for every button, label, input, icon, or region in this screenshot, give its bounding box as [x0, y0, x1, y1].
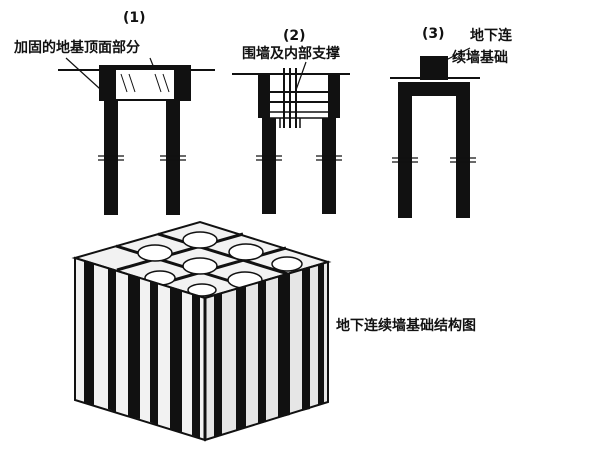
stage-3-label-line2: 续墙基础 [452, 49, 508, 66]
stage-3-label-line1: 地下连 [470, 27, 513, 44]
stage-2-label: 围墙及内部支撑 [242, 45, 340, 62]
stage-3-number: (3) [422, 26, 445, 42]
stage-1-number: (1) [123, 10, 146, 26]
stage-3: (3) 地下连 续墙基础 [390, 26, 513, 218]
stage-1-label: 加固的地基顶面部分 [13, 39, 140, 56]
isometric-wall-block [71, 220, 332, 442]
stage-1: (1) 加固的地基顶面部分 [13, 10, 215, 215]
stage-2-number: (2) [283, 28, 306, 44]
stage-2: (2) 围墙及内部支撑 [232, 28, 350, 214]
diagram-caption: 地下连续墙基础结构图 [336, 317, 476, 334]
